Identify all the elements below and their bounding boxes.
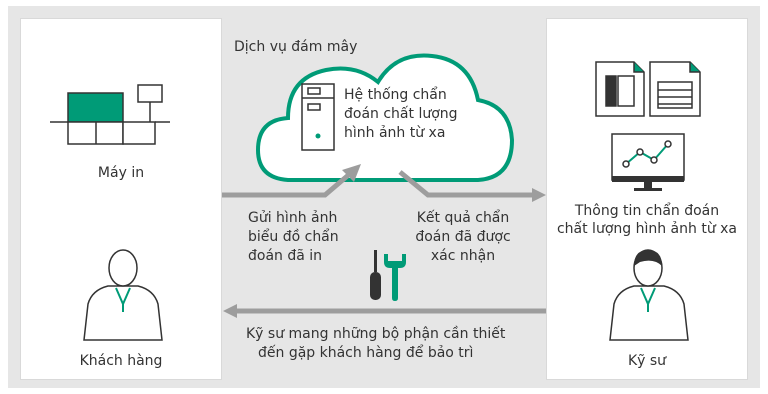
info-label-line2: chất lượng hình ảnh từ xa [556,221,738,237]
system-label-line2: đoán chất lượng [344,106,458,122]
arrow-send [222,164,361,198]
result-label-line1: Kết quả chẩn [416,210,510,226]
customer-icon [83,249,163,341]
send-label-line3: đoán đã in [248,248,323,264]
system-label-line1: Hệ thống chẩn [344,87,447,103]
printer-label: Máy in [97,165,145,181]
printer-icon [50,84,170,145]
tools-icon [370,250,406,301]
system-label-line3: hình ảnh từ xa [344,125,446,141]
chart-monitor-icon [611,133,685,191]
customer-label: Khách hàng [79,353,163,369]
info-label-line1: Thông tin chẩn đoán [574,203,720,219]
report-icon [595,61,701,117]
arrow-result [398,170,546,202]
result-label-line2: đoán đã được [415,229,511,245]
send-label-line1: Gửi hình ảnh [248,210,338,226]
result-label-line3: xác nhận [430,248,496,264]
engineer-label: Kỹ sư [627,353,667,369]
visit-label-line1: Kỹ sư mang những bộ phận cần thiết [246,326,506,342]
send-label-line2: biểu đồ chẩn [248,229,339,245]
arrow-visit [223,304,546,318]
cloud-label: Dịch vụ đám mây [234,39,358,55]
server-icon [301,83,335,151]
engineer-icon [609,249,689,341]
visit-label-line2: đến gặp khách hàng để bảo trì [258,345,474,361]
